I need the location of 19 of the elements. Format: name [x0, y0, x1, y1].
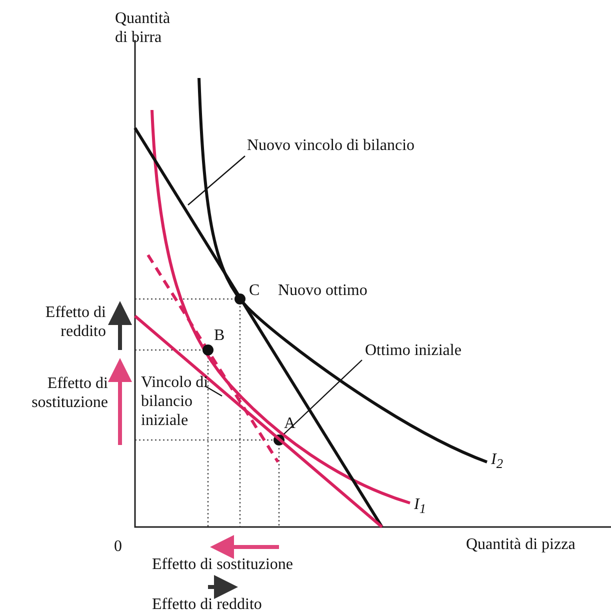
callout-label: Ottimo iniziale [365, 342, 462, 359]
effect-label: Effetto di reddito [44, 303, 106, 341]
effect-label: Effetto di sostituzione [30, 374, 108, 412]
curve-label: I$_{2}$ [491, 450, 504, 474]
effect-label: Effetto di reddito [152, 595, 263, 614]
axis-title: Quantità di pizza [466, 535, 576, 554]
leader-line [204, 385, 222, 397]
origin-label: 0 [114, 537, 123, 556]
axis-title: Quantità di birra [115, 9, 172, 47]
curve-label: I$_{1}$ [414, 495, 427, 518]
effect-label: Effetto di sostituzione [152, 555, 294, 574]
callout-label: Nuovo vincolo di bilancio [247, 137, 415, 154]
point-label: A [284, 414, 296, 433]
leader-line [284, 360, 362, 434]
point-label: B [214, 326, 226, 345]
leader-line [188, 156, 246, 206]
curve-label: Nuovo ottimo [278, 281, 368, 300]
callout-label: Vincolo di bilancio iniziale [141, 374, 208, 429]
point-label: C [249, 281, 261, 300]
